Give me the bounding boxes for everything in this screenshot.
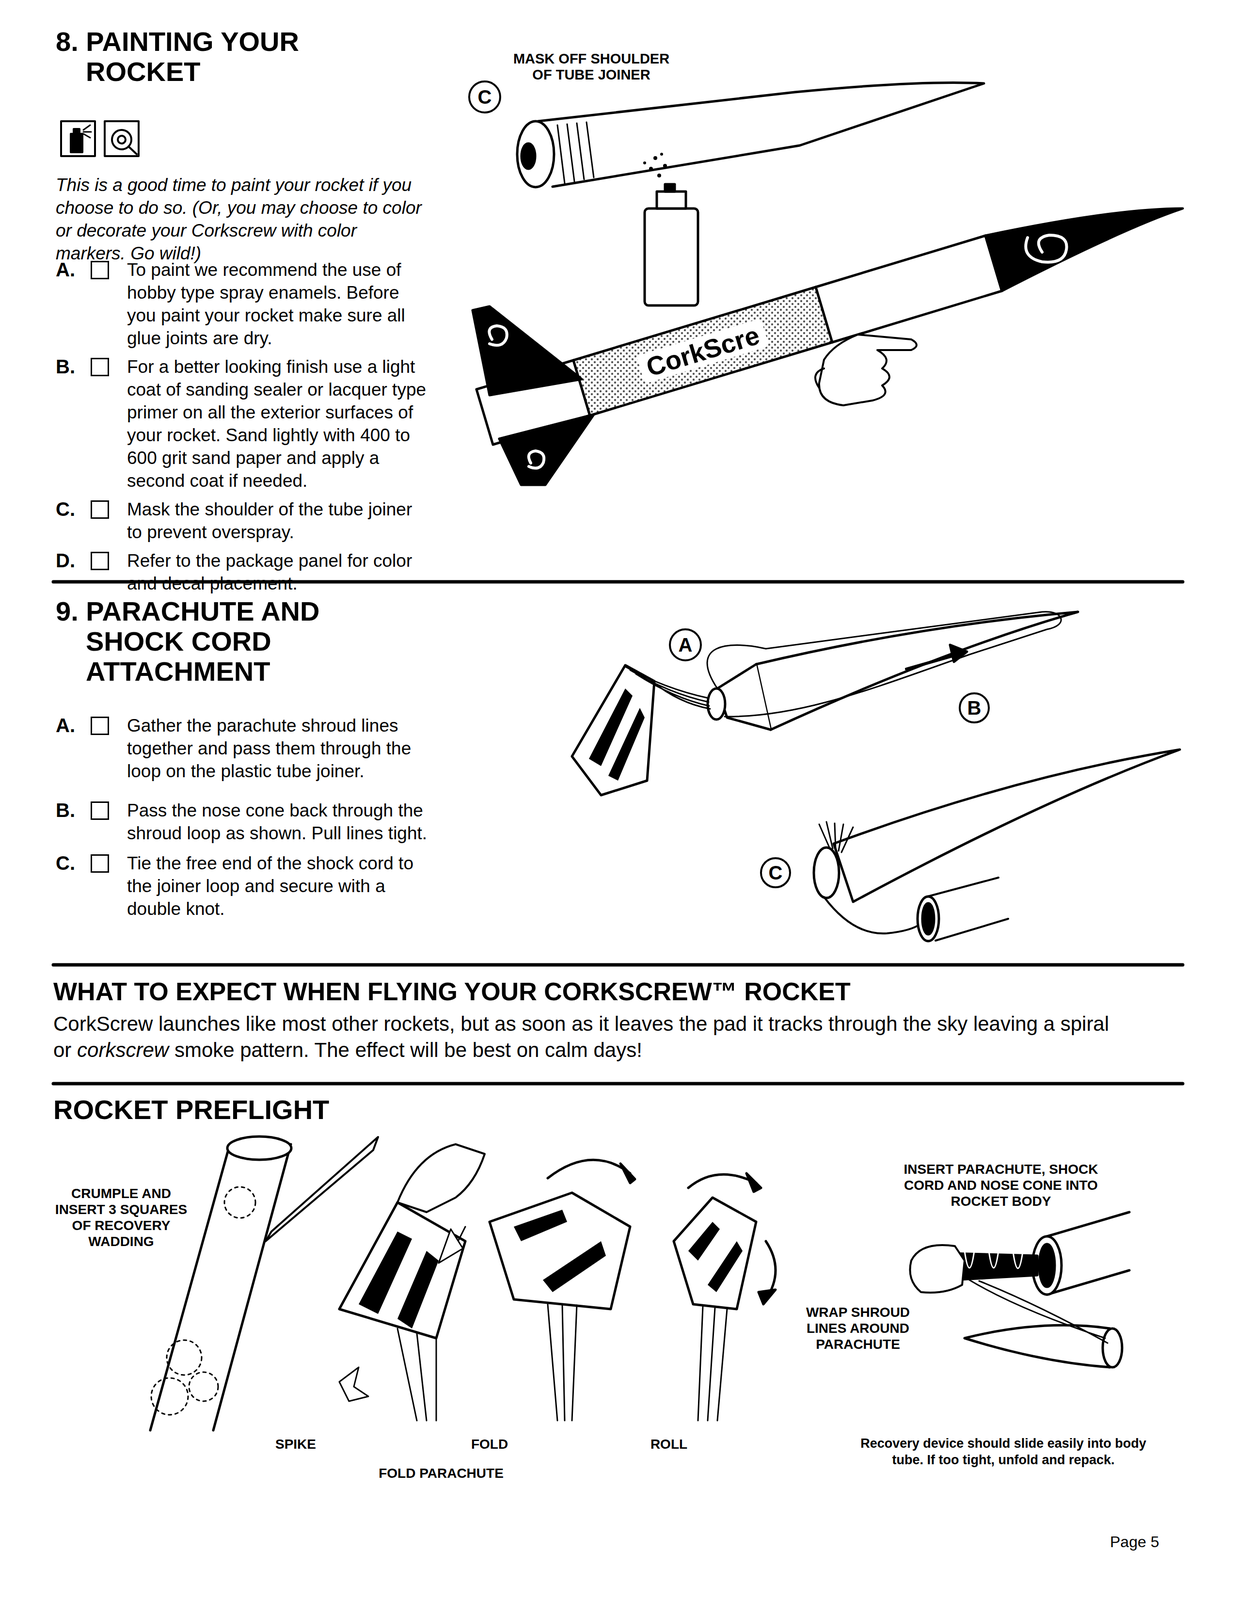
figure-letter: C	[756, 861, 795, 884]
checkbox	[90, 716, 110, 735]
rule	[53, 963, 1183, 967]
step-text: Pass the nose cone back through the shro…	[126, 798, 438, 845]
checkbox	[90, 801, 110, 820]
step-letter: B.	[55, 798, 124, 822]
section-heading: 9. PARACHUTE AND SHOCK CORD ATTACHMENT	[55, 596, 396, 687]
figure-letter: A	[665, 633, 705, 656]
figure-caption: SPIKE	[256, 1435, 335, 1452]
figure-caption: CRUMPLE AND INSERT 3 SQUARES OF RECOVERY…	[48, 1185, 194, 1250]
step-letter: D.	[55, 549, 124, 572]
rule	[53, 1081, 1183, 1086]
paint-icons	[61, 121, 139, 157]
figure-caption: FOLD	[450, 1435, 529, 1452]
preflight-figures	[150, 1136, 1130, 1430]
page-number: Page 5	[1109, 1531, 1207, 1552]
checkbox	[90, 551, 110, 571]
step-text: Mask the shoulder of the tube joiner to …	[126, 497, 428, 544]
step-letter: A.	[55, 713, 124, 737]
decorated-rocket	[472, 208, 1183, 485]
figure-caption: MASK OFF SHOULDER OF TUBE JOINER	[504, 50, 679, 83]
step-text: To paint we recommend the use of hobby t…	[126, 258, 428, 350]
figure-letter: C	[465, 85, 505, 109]
step-text: Refer to the package panel for color and…	[126, 549, 428, 595]
step-letter: B.	[55, 355, 124, 379]
figure-caption: WRAP SHROUD LINES AROUND PARACHUTE	[794, 1303, 921, 1352]
intro-text: This is a good time to paint your rocket…	[55, 173, 429, 265]
step-letter: C.	[55, 497, 124, 521]
section-heading: 8. PAINTING YOUR ROCKET	[55, 26, 396, 87]
step-text: For a better looking finish use a light …	[126, 355, 428, 492]
figure-caption: ROLL	[630, 1435, 708, 1452]
section-heading: ROCKET PREFLIGHT	[53, 1094, 442, 1125]
body-text: corkscrew	[77, 1038, 169, 1062]
figure-caption: FOLD PARACHUTE	[353, 1464, 529, 1481]
figure-caption: INSERT PARACHUTE, SHOCK CORD AND NOSE CO…	[887, 1160, 1115, 1209]
step-letter: C.	[55, 851, 124, 875]
step-text: Gather the parachute shroud lines togeth…	[126, 713, 438, 783]
section-heading: WHAT TO EXPECT WHEN FLYING YOUR CORKSCRE…	[53, 976, 1183, 1006]
checkbox	[90, 500, 110, 519]
figure-letter: B	[954, 696, 994, 719]
checkbox	[90, 260, 110, 280]
parachute-attach	[571, 611, 1180, 941]
step-text: Tie the free end of the shock cord to th…	[126, 851, 438, 920]
step-letter: A.	[55, 258, 124, 282]
decal-text: CorkScre	[636, 318, 770, 384]
note-text: Recovery device should slide easily into…	[843, 1434, 1164, 1468]
body-text: smoke pattern. The effect will be best o…	[174, 1038, 643, 1062]
checkbox	[90, 357, 110, 377]
body-paragraph: CorkScrew launches like most other rocke…	[53, 1010, 1183, 1063]
checkbox	[90, 854, 110, 873]
